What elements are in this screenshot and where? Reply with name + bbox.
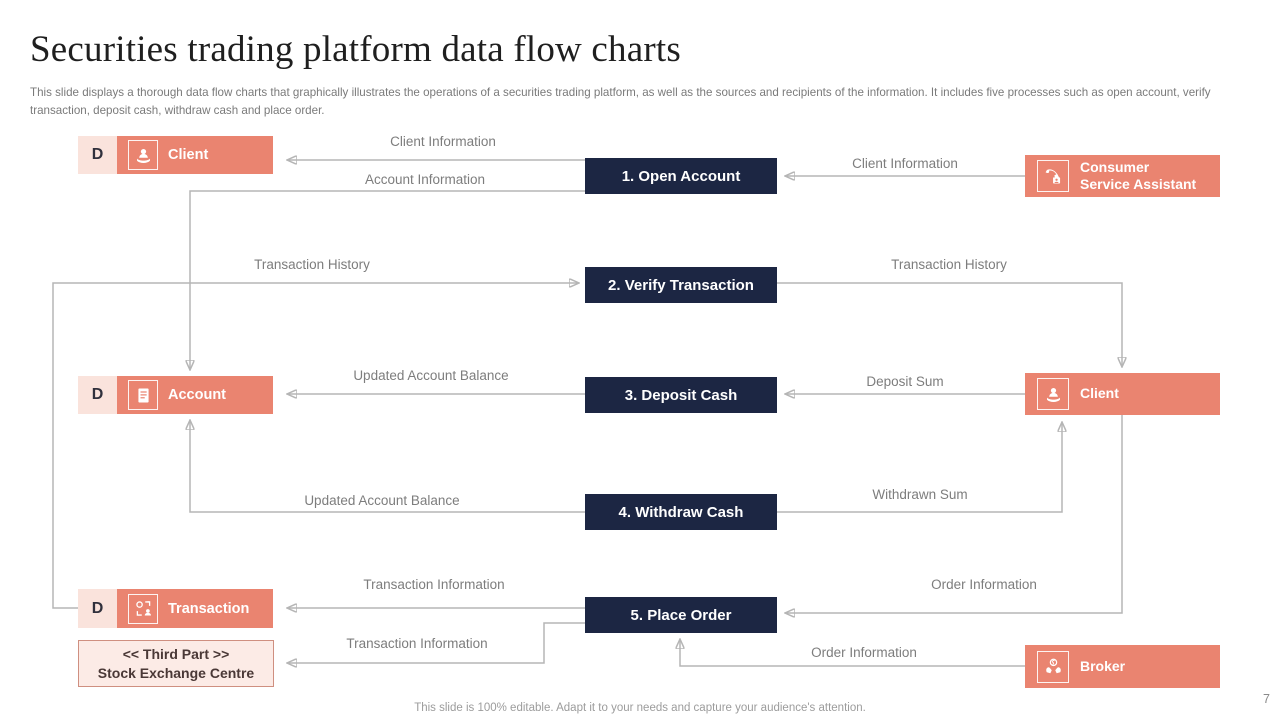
process-deposit-cash: 3. Deposit Cash bbox=[585, 377, 777, 413]
flow-label-client-information-right: Client Information bbox=[852, 156, 958, 171]
flow-label-order-information-right: Order Information bbox=[931, 577, 1037, 592]
entity-broker: Broker bbox=[1025, 645, 1220, 688]
store-account: D Account bbox=[78, 376, 273, 414]
store-transaction-prefix: D bbox=[78, 589, 117, 628]
entity-client: Client bbox=[1025, 373, 1220, 415]
flow-label-updated-account-balance-top: Updated Account Balance bbox=[353, 368, 509, 383]
flow-label-account-information: Account Information bbox=[364, 172, 486, 187]
third-party-box: << Third Part >> Stock Exchange Centre bbox=[78, 640, 274, 687]
flow-label-transaction-history-right: Transaction History bbox=[891, 257, 1007, 272]
store-transaction-label: Transaction bbox=[168, 600, 250, 617]
client-icon bbox=[1037, 378, 1069, 410]
page-title: Securities trading platform data flow ch… bbox=[30, 29, 681, 70]
store-client: D Client bbox=[78, 136, 273, 174]
process-withdraw-cash: 4. Withdraw Cash bbox=[585, 494, 777, 530]
store-transaction: D Transaction bbox=[78, 589, 273, 628]
account-icon bbox=[128, 380, 158, 410]
third-party-line2: Stock Exchange Centre bbox=[97, 664, 255, 681]
entity-consumer-service-assistant-label: Consumer Service Assistant bbox=[1080, 158, 1197, 193]
page-number: 7 bbox=[1263, 692, 1270, 706]
transaction-icon bbox=[128, 593, 158, 624]
flow-label-order-information-bottom: Order Information bbox=[811, 645, 917, 660]
flow-label-client-information-left: Client Information bbox=[390, 134, 496, 149]
broker-icon bbox=[1037, 650, 1069, 683]
store-client-label: Client bbox=[168, 147, 209, 163]
store-account-label: Account bbox=[168, 387, 226, 403]
flow-label-transaction-history-left: Transaction History bbox=[254, 257, 370, 272]
footer-note: This slide is 100% editable. Adapt it to… bbox=[414, 702, 866, 714]
entity-consumer-service-assistant: Consumer Service Assistant bbox=[1025, 155, 1220, 197]
process-place-order: 5. Place Order bbox=[585, 597, 777, 633]
store-client-prefix: D bbox=[78, 136, 117, 174]
process-verify-transaction: 2. Verify Transaction bbox=[585, 267, 777, 303]
flow-label-updated-account-balance-bottom: Updated Account Balance bbox=[304, 493, 460, 508]
client-icon bbox=[128, 140, 158, 170]
entity-client-label: Client bbox=[1080, 385, 1119, 402]
flow-label-deposit-sum: Deposit Sum bbox=[866, 374, 944, 389]
flow-label-transaction-information-top: Transaction Information bbox=[363, 577, 505, 592]
entity-broker-label: Broker bbox=[1080, 657, 1126, 674]
store-account-prefix: D bbox=[78, 376, 117, 414]
flow-label-transaction-information-bottom: Transaction Information bbox=[346, 636, 488, 651]
process-open-account: 1. Open Account bbox=[585, 158, 777, 194]
third-party-line1: << Third Part >> bbox=[122, 646, 230, 663]
phone-assistant-icon bbox=[1037, 160, 1069, 192]
slide-description: This slide displays a thorough data flow… bbox=[30, 86, 1211, 117]
flow-label-withdrawn-sum: Withdrawn Sum bbox=[872, 487, 968, 502]
